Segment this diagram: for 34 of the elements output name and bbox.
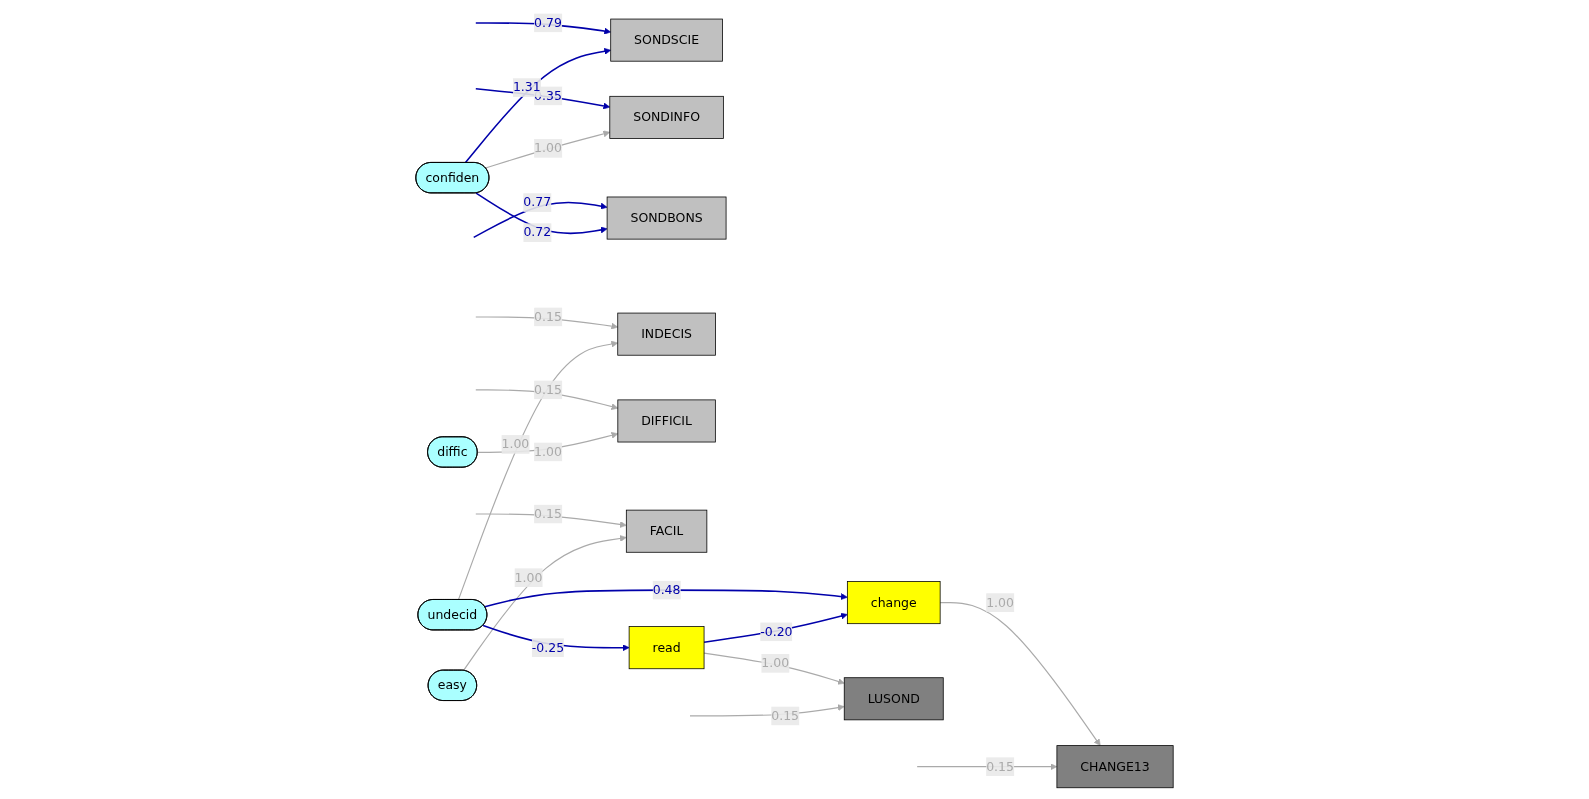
edge-label: 0.15 <box>534 506 562 522</box>
node-box: LUSOND <box>843 677 944 721</box>
edge-label: -0.25 <box>531 639 565 655</box>
node-box: DIFFICIL <box>617 399 716 443</box>
arrow <box>939 602 1101 746</box>
edge-label: 1.00 <box>534 140 562 156</box>
node-box: SONDBONS <box>606 196 727 240</box>
arrow <box>475 192 608 235</box>
edge-label: 0.72 <box>523 224 552 240</box>
edge-label: 1.00 <box>514 569 543 585</box>
edge-label: 1.00 <box>501 436 530 452</box>
edge-label: 0.15 <box>534 382 562 397</box>
node-box: SONDINFO <box>609 95 724 139</box>
node-box: CHANGE13 <box>1056 745 1174 789</box>
arrow <box>703 652 845 685</box>
edge-label: 0.15 <box>534 309 562 324</box>
arrow <box>462 535 627 672</box>
edge-label: 1.00 <box>534 444 562 460</box>
arrow <box>484 589 848 608</box>
edge-label: 0.15 <box>771 708 800 723</box>
arrow <box>484 130 611 169</box>
edge-label: 1.00 <box>761 655 790 671</box>
edge-label: 0.79 <box>534 15 562 30</box>
edge-label: 0.15 <box>986 758 1014 774</box>
edge-label: 1.00 <box>986 594 1014 610</box>
node-box: FACIL <box>625 509 708 553</box>
node-box: read <box>628 626 705 670</box>
arrow <box>703 612 848 644</box>
node-box: change <box>846 581 941 625</box>
node-box: INDECIS <box>617 312 716 356</box>
edge-label: 0.48 <box>652 582 681 598</box>
node-box: SONDSCIE <box>610 18 723 62</box>
edge-label: 0.77 <box>523 194 552 210</box>
edge-label: -0.20 <box>760 623 793 639</box>
